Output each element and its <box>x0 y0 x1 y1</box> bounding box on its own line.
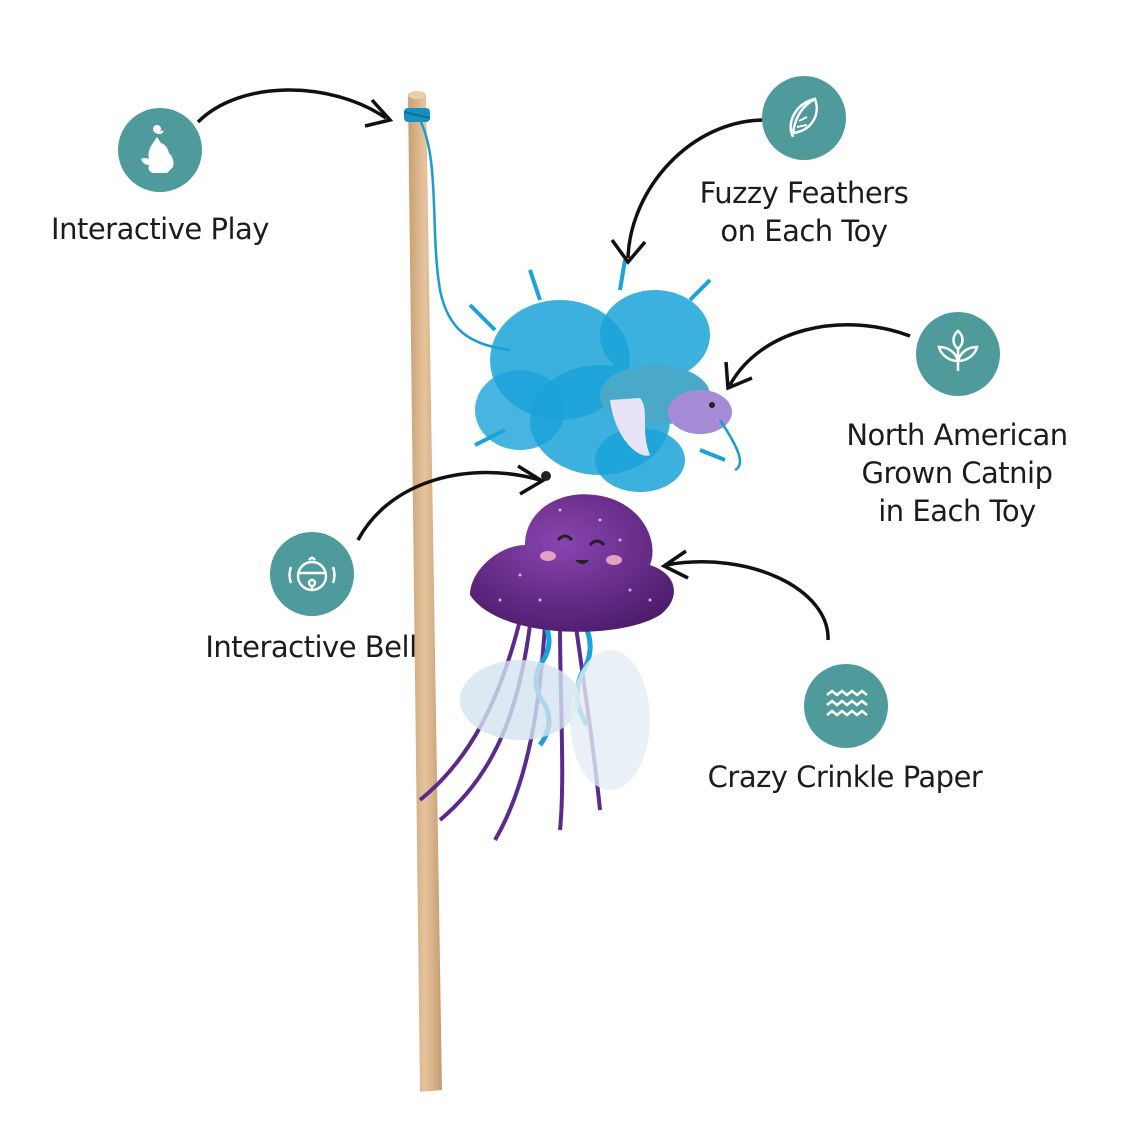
label-line: on Each Toy <box>720 214 888 248</box>
arrow-catnip <box>728 323 911 386</box>
fuzzy-feathers-badge <box>762 76 846 160</box>
label-line: Crazy Crinkle Paper <box>707 760 983 794</box>
fuzzy-feathers-label: Fuzzy Feathers on Each Toy <box>694 174 914 250</box>
string <box>418 119 511 352</box>
catnip-label: North American Grown Catnip in Each Toy <box>846 416 1068 530</box>
callout-arrows <box>196 88 911 641</box>
label-line: Fuzzy Feathers <box>699 176 909 210</box>
label-line: in Each Toy <box>878 494 1036 528</box>
interactive-play-label: Interactive Play <box>40 210 280 248</box>
wooden-stick <box>403 91 442 1092</box>
crinkle-paper-label: Crazy Crinkle Paper <box>700 758 990 796</box>
label-line: Interactive Bell <box>205 630 417 664</box>
interactive-bell-label: Interactive Bell <box>200 628 422 666</box>
interactive-play-badge <box>118 108 202 192</box>
waves-icon <box>826 689 868 717</box>
jellyfish-toy <box>418 471 674 842</box>
feather-icon <box>789 97 818 138</box>
cat-playing-icon <box>141 125 174 173</box>
crinkle-paper-badge <box>804 664 888 748</box>
arrow-interactive-play <box>196 88 387 124</box>
sprout-icon <box>937 329 979 371</box>
interactive-bell-badge <box>270 532 354 616</box>
arrow-interactive-bell <box>356 470 541 541</box>
label-line: North American <box>846 418 1068 452</box>
arrow-crinkle-paper <box>665 560 830 641</box>
arrow-fuzzy-feathers <box>626 118 766 259</box>
bell-icon <box>288 556 336 592</box>
fish-toy <box>600 365 742 472</box>
label-line: Grown Catnip <box>861 456 1053 490</box>
catnip-badge <box>916 312 1000 396</box>
label-line: Interactive Play <box>51 212 269 246</box>
